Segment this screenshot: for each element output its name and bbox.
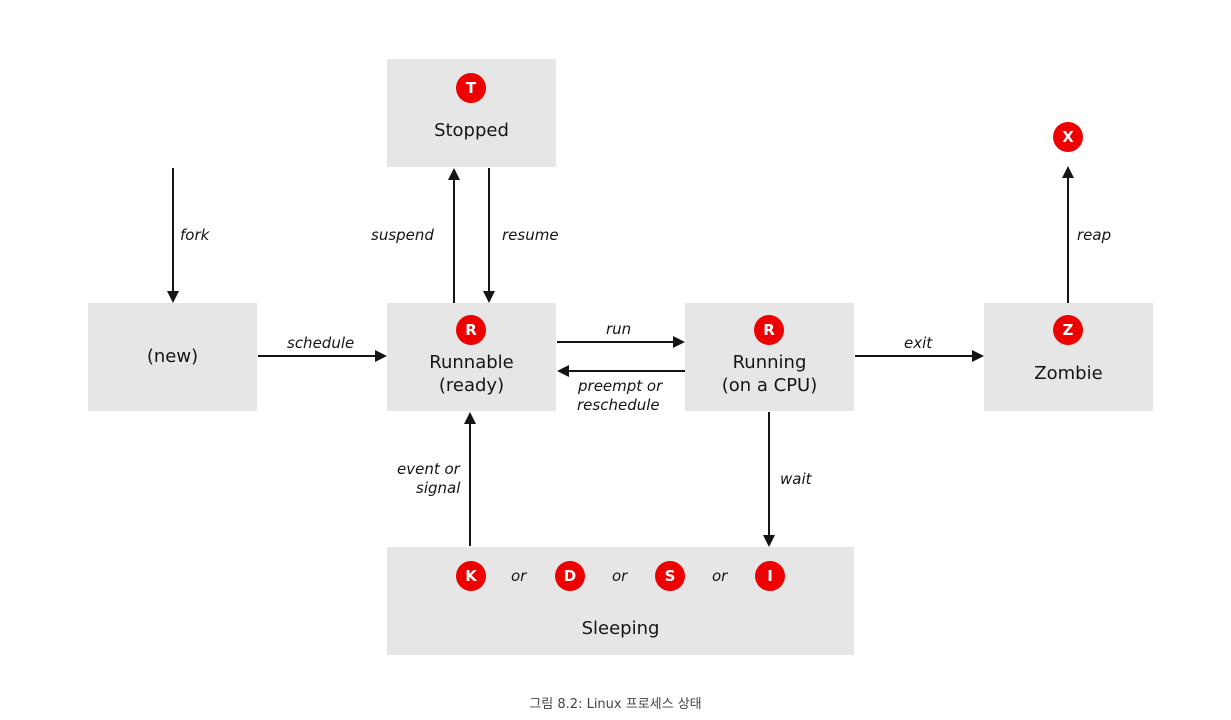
runnable-code-badge: R bbox=[456, 315, 486, 345]
suspend-label: suspend bbox=[371, 226, 434, 244]
running-label-line1: Running bbox=[732, 352, 807, 373]
sleeping-code-badge-i: I bbox=[755, 561, 785, 591]
sleeping-state-box: K or D or S or I Sleeping bbox=[387, 547, 854, 655]
new-label: (new) bbox=[146, 346, 199, 367]
runnable-label-line2: (ready) bbox=[438, 375, 505, 396]
preempt-label-line1: preempt or bbox=[578, 377, 663, 395]
reap-label: reap bbox=[1077, 226, 1112, 244]
zombie-state-box: Z Zombie bbox=[984, 303, 1153, 411]
zombie-label: Zombie bbox=[1034, 363, 1103, 384]
or-separator: or bbox=[511, 567, 527, 585]
zombie-code-badge: Z bbox=[1053, 315, 1083, 345]
exit-label: exit bbox=[904, 334, 933, 352]
stopped-code-badge: T bbox=[456, 73, 486, 103]
running-state-box: R Running (on a CPU) bbox=[685, 303, 854, 411]
reaped-code-badge: X bbox=[1053, 122, 1083, 152]
stopped-label: Stopped bbox=[434, 120, 509, 141]
running-code-badge: R bbox=[754, 315, 784, 345]
resume-label: resume bbox=[502, 226, 559, 244]
or-separator: or bbox=[712, 567, 728, 585]
sleeping-code-badge-s: S bbox=[655, 561, 685, 591]
sleeping-code-badge-d: D bbox=[555, 561, 585, 591]
sleeping-label: Sleeping bbox=[581, 618, 660, 639]
schedule-label: schedule bbox=[287, 334, 355, 352]
runnable-state-box: R Runnable (ready) bbox=[387, 303, 556, 411]
new-state-box: (new) bbox=[88, 303, 257, 411]
figure-caption: 그림 8.2: Linux 프로세스 상태 bbox=[529, 697, 702, 712]
runnable-label-line1: Runnable bbox=[429, 352, 514, 373]
event-label-line1: event or bbox=[397, 460, 460, 478]
or-separator: or bbox=[612, 567, 628, 585]
stopped-state-box: T Stopped bbox=[387, 59, 556, 167]
running-label-line2: (on a CPU) bbox=[721, 375, 818, 396]
run-label: run bbox=[606, 320, 632, 338]
event-label-line2: signal bbox=[416, 479, 461, 497]
preempt-label-line2: reschedule bbox=[577, 396, 660, 414]
fork-label: fork bbox=[180, 226, 210, 244]
sleeping-code-badge-k: K bbox=[456, 561, 486, 591]
wait-label: wait bbox=[780, 470, 812, 488]
